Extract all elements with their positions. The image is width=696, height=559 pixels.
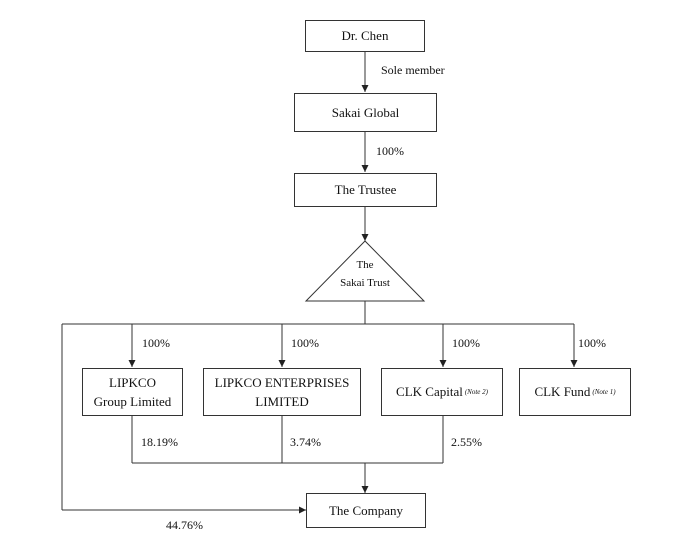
node-clk-fund: CLK Fund(Note 1)	[519, 368, 631, 416]
node-trustee: The Trustee	[294, 173, 437, 207]
sakai-trust-triangle	[304, 240, 426, 302]
node-sakai-global: Sakai Global	[294, 93, 437, 132]
trust-line-2: Sakai Trust	[340, 276, 390, 289]
lipkco-group-line-2: Group Limited	[93, 394, 172, 409]
node-dr-chen-label: Dr. Chen	[341, 28, 389, 44]
clk-fund-note: (Note 1)	[592, 387, 616, 396]
lipkco-ent-line-2: LIMITED	[255, 394, 309, 409]
edge-label-lipkco-group-pct: 100%	[142, 336, 170, 350]
edge-label-lipkco-ent-company: 3.74%	[290, 435, 321, 449]
edge-label-clk-capital-company: 2.55%	[451, 435, 482, 449]
clk-fund-label: CLK Fund	[534, 384, 591, 400]
edge-label-global-trustee: 100%	[376, 144, 404, 158]
node-clk-capital: CLK Capital(Note 2)	[381, 368, 503, 416]
node-the-company: The Company	[306, 493, 426, 528]
node-sakai-trust-label: The Sakai Trust	[320, 257, 410, 292]
edge-label-sole-member: Sole member	[381, 63, 445, 77]
edge-label-clk-capital-pct: 100%	[452, 336, 480, 350]
lipkco-ent-line-1: LIPKCO ENTERPRISES	[214, 374, 350, 390]
company-label: The Company	[328, 502, 403, 518]
node-lipkco-enterprises: LIPKCO ENTERPRISES LIMITED	[203, 368, 361, 416]
edge-label-clk-fund-pct: 100%	[578, 336, 606, 350]
clk-capital-note: (Note 2)	[464, 387, 488, 396]
clk-capital-label: CLK Capital	[396, 384, 463, 400]
trust-line-1: The	[356, 259, 374, 271]
node-lipkco-group: LIPKCO Group Limited	[82, 368, 183, 416]
node-sakai-global-label: Sakai Global	[331, 104, 400, 120]
edge-label-lipkco-group-company: 18.19%	[141, 435, 178, 449]
edge-label-trust-company: 44.76%	[166, 518, 203, 532]
node-dr-chen: Dr. Chen	[305, 20, 425, 52]
node-trustee-label: The Trustee	[334, 182, 397, 198]
edge-label-lipkco-ent-pct: 100%	[291, 336, 319, 350]
lipkco-group-line-1: LIPKCO	[109, 374, 156, 390]
